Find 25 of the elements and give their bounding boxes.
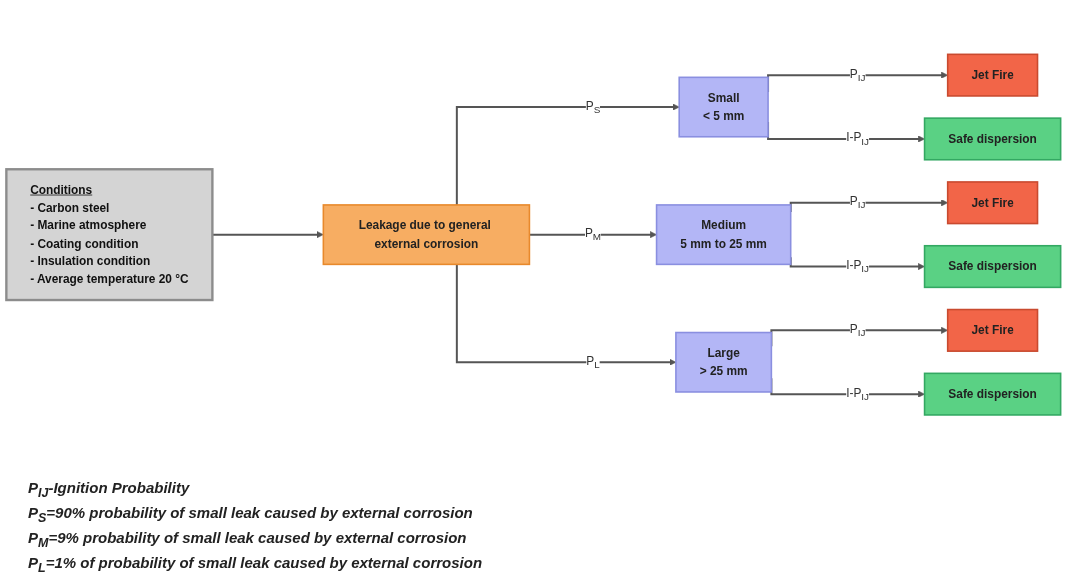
legend-note: P$_{IJ}$-Ignition Probability	[28, 478, 190, 502]
node-box: Conditions - Carbon steel - Marine atmosphere - Coating condition - Insulation condition - Average temperature 20 °C	[5, 168, 214, 302]
legend-note: P$_{L}$=1% of probability of small leak caused by external corrosion	[28, 553, 483, 577]
edge-label: P$_{IJ}$	[849, 66, 866, 84]
node-box: Safe dispersion	[923, 245, 1062, 289]
legend-note: P$_{M}$=9% probability of small leak caused by external corrosion	[28, 528, 467, 552]
node-box: Jet Fire	[946, 53, 1039, 98]
node-box: Small < 5 mm	[678, 76, 769, 138]
node-box: Jet Fire	[946, 309, 1039, 353]
edge-label: P$_{L}$	[586, 353, 600, 371]
node-box: Safe dispersion	[923, 372, 1062, 417]
node-box: Jet Fire	[946, 181, 1039, 225]
node-box: Safe dispersion	[923, 117, 1062, 161]
legend-note: P$_{S}$=90% probability of small leak caused by external corrosion	[28, 503, 473, 527]
node-box: Leakage due to general external corrosion	[322, 204, 531, 266]
edge-label: P$_{S}$	[585, 98, 601, 116]
node-box: Large > 25 mm	[675, 332, 773, 394]
edge-label: I-P$_{IJ}$	[846, 258, 870, 275]
edge-label: I-P$_{IJ}$	[846, 130, 870, 148]
edge-label: P$_{IJ}$	[849, 194, 866, 212]
edge-label: P$_{IJ}$	[849, 322, 866, 339]
edge-label: I-P$_{IJ}$	[846, 385, 870, 403]
node-box: Medium 5 mm to 25 mm	[655, 204, 792, 266]
arrow	[455, 103, 680, 207]
edge-label: P$_{M}$	[584, 226, 602, 244]
